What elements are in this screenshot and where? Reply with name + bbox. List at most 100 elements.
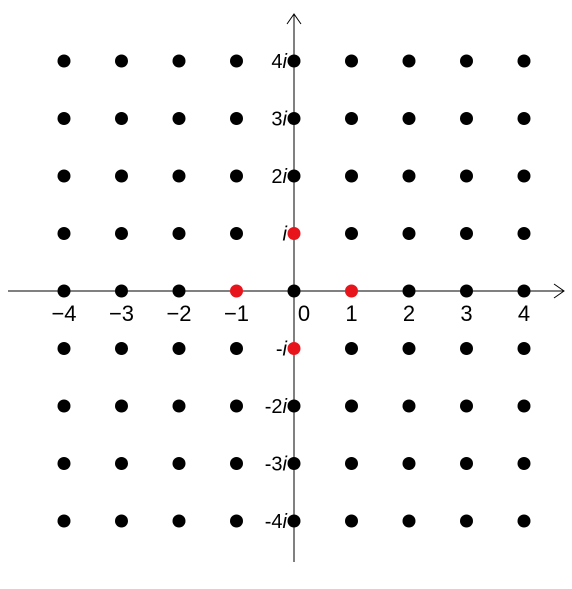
real-tick-label: 2 xyxy=(403,301,415,326)
lattice-point xyxy=(57,342,71,355)
lattice-point xyxy=(115,112,128,125)
real-axis-arrowhead xyxy=(553,283,565,299)
lattice-point xyxy=(172,112,186,125)
imaginary-tick-label: 2i xyxy=(271,166,287,188)
imaginary-axis-arrowhead xyxy=(286,13,302,25)
lattice-point xyxy=(517,54,531,68)
lattice-point xyxy=(460,514,473,528)
lattice-point xyxy=(172,457,186,470)
lattice-point xyxy=(345,54,358,68)
unit-point xyxy=(287,227,301,240)
real-tick-label: 1 xyxy=(345,301,357,326)
lattice-point xyxy=(345,169,358,183)
lattice-point xyxy=(172,54,186,68)
lattice-point xyxy=(172,342,186,355)
lattice-point xyxy=(287,169,301,183)
lattice-point xyxy=(402,284,416,298)
lattice-point xyxy=(115,514,128,528)
lattice-point xyxy=(517,399,531,413)
real-tick-label: −1 xyxy=(224,301,249,326)
lattice-point xyxy=(345,112,358,125)
lattice-point xyxy=(57,54,71,68)
lattice-point xyxy=(57,514,71,528)
unit-point xyxy=(287,342,301,355)
real-tick-label: 4 xyxy=(518,301,530,326)
real-tick-label: −3 xyxy=(109,301,134,326)
lattice-point xyxy=(287,112,301,125)
lattice-point xyxy=(402,112,416,125)
unit-point xyxy=(230,284,243,298)
lattice-point xyxy=(57,169,71,183)
lattice-points xyxy=(57,54,531,528)
lattice-point xyxy=(172,514,186,528)
lattice-point xyxy=(230,399,243,413)
lattice-point xyxy=(517,169,531,183)
lattice-point xyxy=(402,399,416,413)
lattice-point xyxy=(517,227,531,240)
lattice-point xyxy=(345,457,358,470)
lattice-point xyxy=(460,54,473,68)
lattice-point xyxy=(287,284,301,298)
lattice-point xyxy=(230,112,243,125)
lattice-point xyxy=(460,227,473,240)
lattice-point xyxy=(115,284,128,298)
real-tick-label: −2 xyxy=(166,301,191,326)
imaginary-tick-label: i xyxy=(283,224,288,246)
lattice-point xyxy=(345,227,358,240)
lattice-point xyxy=(402,54,416,68)
lattice-point xyxy=(57,399,71,413)
lattice-point xyxy=(402,227,416,240)
imaginary-tick-label: -3i xyxy=(265,454,288,476)
lattice-point xyxy=(345,514,358,528)
lattice-point xyxy=(460,112,473,125)
lattice-point xyxy=(460,284,473,298)
lattice-point xyxy=(517,457,531,470)
lattice-point xyxy=(115,342,128,355)
lattice-point xyxy=(287,54,301,68)
lattice-point xyxy=(230,457,243,470)
unit-point xyxy=(345,284,358,298)
lattice-point xyxy=(517,284,531,298)
lattice-point xyxy=(230,54,243,68)
lattice-point xyxy=(115,169,128,183)
lattice-point xyxy=(287,399,301,413)
lattice-point xyxy=(460,457,473,470)
lattice-point xyxy=(517,342,531,355)
lattice-point xyxy=(460,342,473,355)
lattice-point xyxy=(402,169,416,183)
imaginary-tick-label: -4i xyxy=(265,511,288,533)
real-tick-label: 3 xyxy=(460,301,472,326)
imaginary-tick-label: 3i xyxy=(271,109,287,131)
lattice-point xyxy=(57,457,71,470)
lattice-point xyxy=(345,399,358,413)
lattice-point xyxy=(402,342,416,355)
lattice-point xyxy=(230,227,243,240)
lattice-point xyxy=(172,227,186,240)
lattice-point xyxy=(115,54,128,68)
lattice-point xyxy=(57,227,71,240)
lattice-point xyxy=(287,514,301,528)
lattice-point xyxy=(517,514,531,528)
lattice-point xyxy=(115,227,128,240)
real-tick-label: 0 xyxy=(298,301,310,326)
lattice-point xyxy=(402,457,416,470)
lattice-point xyxy=(230,514,243,528)
lattice-point xyxy=(345,342,358,355)
axes xyxy=(8,13,565,562)
lattice-point xyxy=(172,399,186,413)
lattice-point xyxy=(460,399,473,413)
imaginary-tick-label: 4i xyxy=(271,51,287,73)
lattice-point xyxy=(115,399,128,413)
lattice-point xyxy=(172,169,186,183)
lattice-point xyxy=(230,169,243,183)
lattice-point xyxy=(460,169,473,183)
lattice-point xyxy=(287,457,301,470)
lattice-point xyxy=(517,112,531,125)
lattice-point xyxy=(230,342,243,355)
lattice-point xyxy=(402,514,416,528)
imaginary-tick-label: -i xyxy=(276,339,288,361)
